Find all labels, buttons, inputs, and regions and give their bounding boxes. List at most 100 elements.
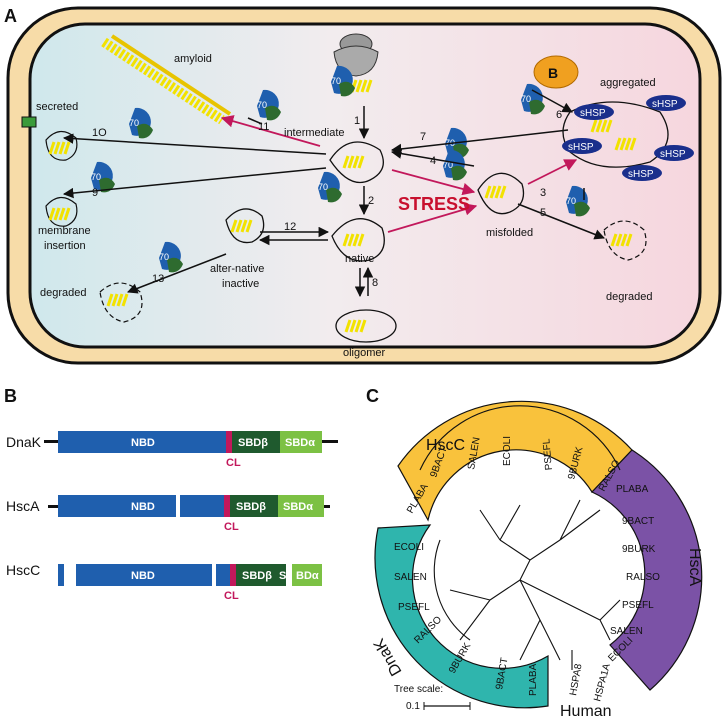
domain-row-dnak-name: DnaK <box>6 434 42 450</box>
hscc-sbda-label: BDα <box>296 570 319 582</box>
label-degraded-right: degraded <box>606 291 653 303</box>
label-secreted: secreted <box>36 101 78 113</box>
hscc-sbdb-label: SBDβ <box>242 570 272 582</box>
hsca-leaf-5: PSEFL <box>622 600 654 611</box>
human-leaf-1: HSPA8 <box>568 663 584 697</box>
pathway-arrows <box>62 89 605 298</box>
domain-row-hsca: HscA NBD SBDβ SBDα CL <box>6 495 330 533</box>
tree-scale-title: Tree scale: <box>394 684 443 695</box>
label-native: native <box>345 253 374 265</box>
panel-label-a: A <box>4 6 17 26</box>
step-9: 9 <box>92 187 98 199</box>
step-3: 3 <box>540 187 546 199</box>
shsp-label-2: sHSP <box>652 99 678 110</box>
hsp70-label-8: 70 <box>566 196 576 206</box>
degraded-left-icon <box>99 282 143 323</box>
hsp70-label-2: 70 <box>257 100 267 110</box>
label-intermediate: intermediate <box>284 127 345 139</box>
shsp-label-4: sHSP <box>660 149 686 160</box>
label-misfolded: misfolded <box>486 227 533 239</box>
hscc-leaf-4: ECOLI <box>502 436 513 466</box>
hsp70-label-9: 70 <box>159 252 169 262</box>
label-stress: STRESS <box>398 194 470 214</box>
tree-scale-value: 0.1 <box>406 701 420 712</box>
hsca-leaf-3: 9BURK <box>622 544 656 555</box>
cell-labels: amyloid secreted membrane insertion inte… <box>36 53 656 359</box>
step-11: 11 <box>258 121 269 133</box>
step-13: 13 <box>152 273 164 285</box>
label-alter-native: alter-native <box>210 263 264 275</box>
secreted-protein-icon <box>45 130 78 161</box>
clade-band-hsca <box>590 449 703 691</box>
dnak-sbda-label: SBDα <box>285 437 315 449</box>
dnak-sbdb-label: SBDβ <box>238 437 268 449</box>
step-1: 1 <box>354 115 360 127</box>
step-8: 8 <box>372 277 378 289</box>
dnak-leaf-3: PSEFL <box>398 602 430 613</box>
step-4: 4 <box>430 155 436 167</box>
step-6: 6 <box>556 109 562 121</box>
group-label-hscc: HscC <box>426 437 465 454</box>
step-12: 12 <box>284 221 296 233</box>
shsp-particles: sHSP sHSP sHSP sHSP sHSP <box>562 95 694 181</box>
dnak-leaf-1: ECOLI <box>394 542 424 553</box>
dnak-nbd-label: NBD <box>131 437 155 449</box>
group-label-hsca: HscA <box>686 548 703 587</box>
domain-row-hscc: HscC NBD SBDβ S BDα CL <box>6 562 322 602</box>
hscc-sbda-s-label: S <box>279 570 286 582</box>
label-insertion: insertion <box>44 240 86 252</box>
secretion-pore <box>21 116 37 128</box>
label-inactive: inactive <box>222 278 259 290</box>
hsca-leaf-4: RALSO <box>626 572 660 583</box>
stress-arrows <box>220 115 578 233</box>
dnak-leaf-7: PLABA <box>528 663 539 696</box>
hscc-nbd-label: NBD <box>131 570 155 582</box>
step-numbers: 1 2 3 4 5 6 7 8 9 1O 11 12 13 <box>92 109 562 289</box>
hsca-nbd-label: NBD <box>131 501 155 513</box>
tree-scale: Tree scale: 0.1 <box>394 684 471 712</box>
hsp70-label-4: 70 <box>91 172 101 182</box>
label-degraded-left: degraded <box>40 287 87 299</box>
hsp70-label-10: 70 <box>521 94 531 104</box>
hsca-leaf-2: 9BACT <box>622 516 654 527</box>
hsp70-label-5: 70 <box>318 182 328 192</box>
intermediate-protein-icon <box>329 141 384 184</box>
clade-band-dnak <box>374 524 549 709</box>
dnak-leaf-2: SALEN <box>394 572 427 583</box>
membrane-protein-icon <box>45 196 78 227</box>
amyloid-fibril-icon <box>101 34 232 125</box>
hsp70-label-3: 70 <box>129 118 139 128</box>
hsca-cl-label: CL <box>224 521 239 533</box>
hscc-leaf-5: PSEFL <box>541 438 555 471</box>
panel-label-b: B <box>4 386 17 406</box>
shsp-label-1: sHSP <box>580 108 606 119</box>
panel-label-c: C <box>366 386 379 406</box>
hsca-sbdb-label: SBDβ <box>236 501 266 513</box>
phylogenetic-tree <box>419 405 621 661</box>
step-7: 7 <box>420 131 426 143</box>
domain-row-hscc-name: HscC <box>6 562 40 578</box>
label-oligomer: oligomer <box>343 347 386 359</box>
shsp-label-5: sHSP <box>628 169 654 180</box>
step-2: 2 <box>368 195 374 207</box>
native-protein-icon <box>331 218 385 262</box>
human-leaves: HSPA8 HSPA1A <box>568 650 613 703</box>
human-leaf-2: HSPA1A <box>592 662 613 703</box>
degraded-right-icon <box>603 220 647 261</box>
clpb-label: B <box>548 65 558 81</box>
label-aggregated: aggregated <box>600 77 656 89</box>
step-5: 5 <box>540 207 546 219</box>
domain-row-hsca-name: HscA <box>6 498 40 514</box>
hsp70-label-7: 70 <box>443 160 453 170</box>
label-membrane: membrane <box>38 225 91 237</box>
group-label-human: Human <box>560 703 612 720</box>
clpb-icon: B <box>533 55 579 89</box>
step-10: 1O <box>92 127 107 139</box>
hsca-sbda-label: SBDα <box>283 501 313 513</box>
dnak-cl-label: CL <box>226 457 241 469</box>
label-amyloid: amyloid <box>174 53 212 65</box>
shsp-label-3: sHSP <box>568 142 594 153</box>
hsca-leaf-6: SALEN <box>610 626 643 637</box>
domain-row-dnak: DnaK NBD SBDβ SBDα CL <box>6 431 338 469</box>
